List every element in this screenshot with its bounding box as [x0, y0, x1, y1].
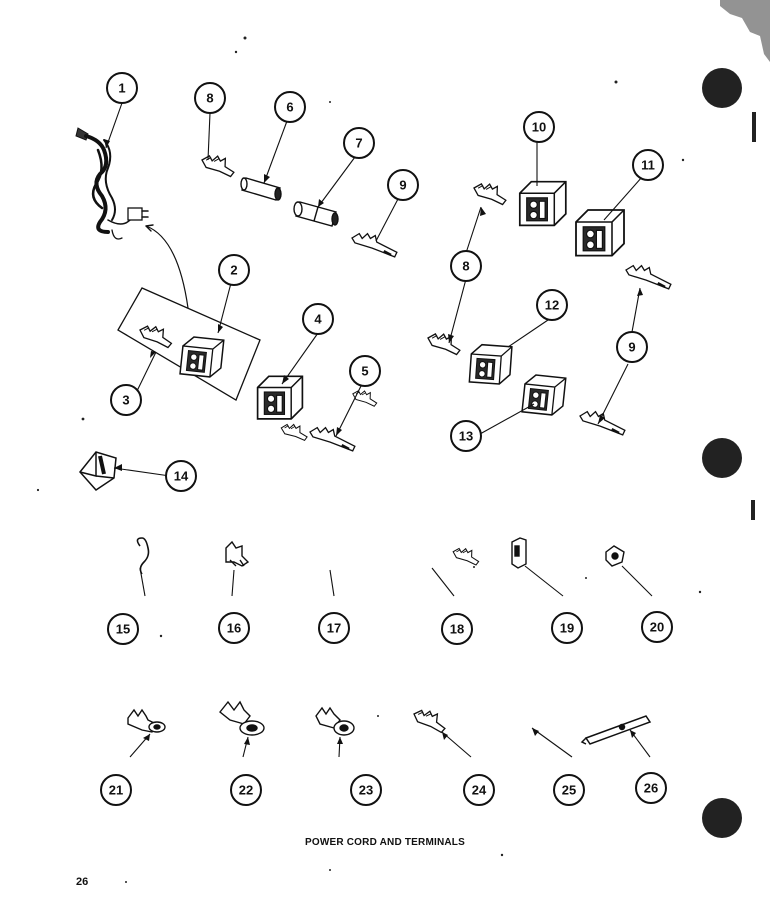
- callout-12: 12: [545, 298, 559, 313]
- callout-9-upper: 9: [399, 178, 406, 193]
- callout-24: 24: [472, 783, 487, 798]
- part-10-connector: [518, 180, 567, 227]
- part-20-terminal: [605, 545, 625, 567]
- callout-7: 7: [355, 136, 362, 151]
- part-5-terminal: [306, 422, 359, 453]
- part-6-sleeve: [240, 177, 282, 201]
- part-13-connector: [521, 373, 567, 417]
- callout-14: 14: [174, 469, 189, 484]
- callout-9-right: 9: [628, 340, 635, 355]
- callout-4: 4: [314, 312, 322, 327]
- callout-18: 18: [450, 622, 464, 637]
- callout-6: 6: [286, 100, 293, 115]
- callout-labels: 1 2 3 4 5 6 7 8 8 9 9 10 11 12 13 14 15 …: [109, 81, 664, 798]
- part-24-terminal: [410, 705, 450, 734]
- part-21-ring-terminal: [127, 708, 166, 733]
- callout-2: 2: [230, 263, 237, 278]
- part-12-connector: [468, 343, 513, 386]
- print-artifacts: [36, 0, 770, 883]
- callout-16: 16: [227, 621, 241, 636]
- figure-caption: POWER CORD AND TERMINALS: [305, 837, 465, 848]
- callout-circles: [100, 72, 673, 806]
- callout-5: 5: [361, 364, 368, 379]
- callout-17: 17: [327, 621, 341, 636]
- part-22-ring-terminal: [219, 700, 265, 736]
- part-1-power-cord: [75, 127, 189, 309]
- leader-arrowheads: [104, 139, 643, 745]
- part-25-terminal: [450, 545, 482, 566]
- part-17-terminal: [279, 421, 310, 442]
- callout-13: 13: [459, 429, 473, 444]
- part-23-ring-terminal: [315, 706, 355, 736]
- callout-10: 10: [532, 120, 546, 135]
- part-26-tab-terminal: [580, 715, 652, 745]
- callout-8-right: 8: [462, 259, 469, 274]
- callout-20: 20: [650, 620, 664, 635]
- part-16-terminal: [225, 540, 250, 567]
- part-11-connector: [575, 209, 625, 257]
- callout-1: 1: [118, 81, 125, 96]
- callout-22: 22: [239, 783, 253, 798]
- callout-3: 3: [122, 393, 129, 408]
- callout-23: 23: [359, 783, 373, 798]
- part-2-3-kit-panel: [117, 287, 261, 401]
- callout-19: 19: [560, 621, 574, 636]
- leader-lines: [105, 102, 653, 758]
- part-19-terminal: [511, 537, 527, 569]
- callout-8-upper: 8: [206, 91, 213, 106]
- callout-26: 26: [644, 781, 658, 796]
- part-14-bracket: [79, 451, 117, 491]
- callout-25: 25: [562, 783, 576, 798]
- callout-11: 11: [641, 158, 655, 173]
- callout-21: 21: [109, 783, 123, 798]
- part-4-connector: [256, 375, 304, 420]
- part-15-clip: [136, 537, 150, 575]
- page-number: 26: [76, 876, 89, 888]
- part-7-sleeve: [293, 201, 339, 227]
- callout-15: 15: [116, 622, 130, 637]
